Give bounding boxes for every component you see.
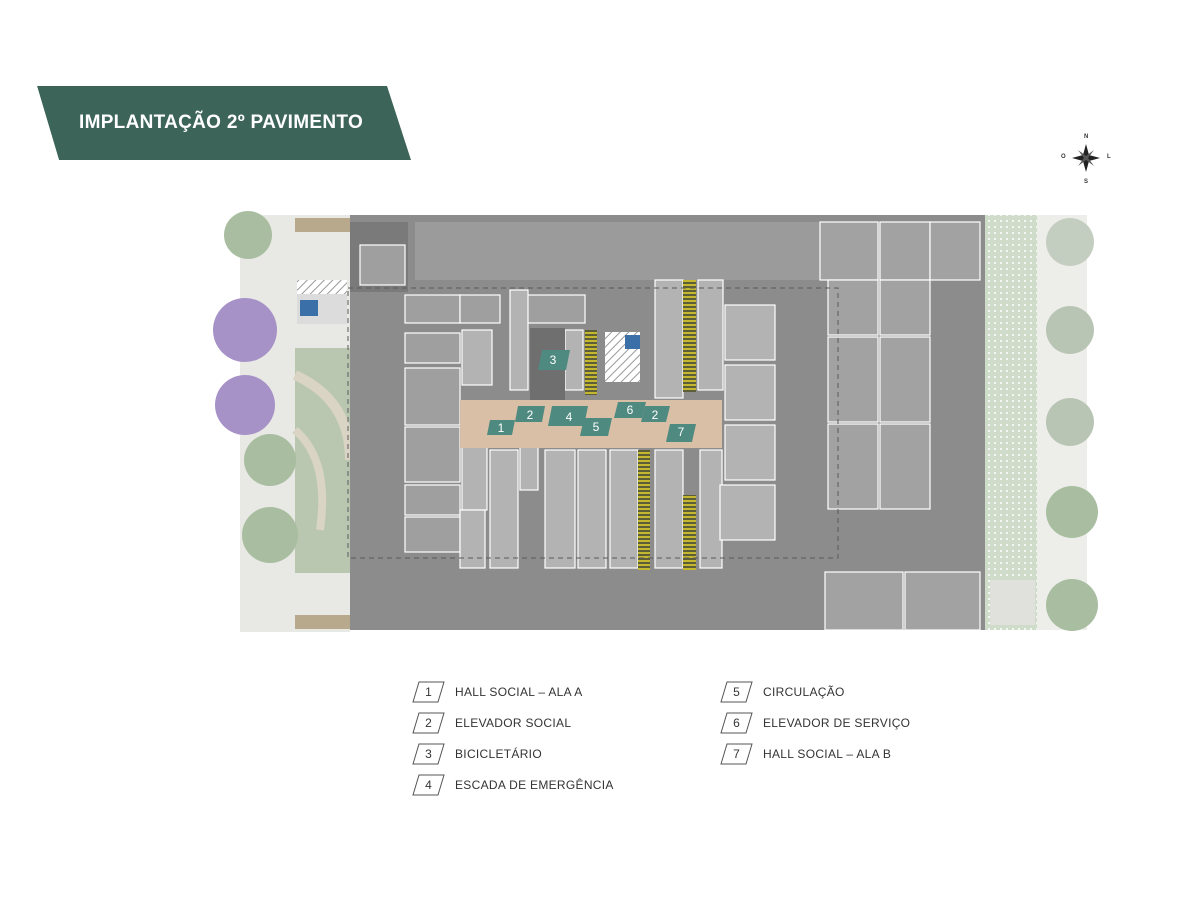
right-garden [985,215,1037,630]
legend-item: 6 ELEVADOR DE SERVIÇO [720,707,910,738]
tree-icon [1046,486,1098,538]
accessible-parking-icon [625,335,640,349]
compass-rose: N S L O [1060,132,1112,188]
compass-south: S [1084,179,1089,185]
legend-item: 7 HALL SOCIAL – ALA B [720,738,910,769]
legend-item: 5 CIRCULAÇÃO [720,676,910,707]
marker-7: 7 [666,424,696,442]
marker-6: 6 [614,402,646,418]
legend-number: 6 [733,715,740,730]
legend-item: 4 ESCADA DE EMERGÊNCIA [412,769,614,800]
title-ribbon: IMPLANTAÇÃO 2º PAVIMENTO [37,86,411,160]
legend-label: HALL SOCIAL – ALA A [455,684,583,699]
tree-icon [1046,398,1094,446]
legend-item: 2 ELEVADOR SOCIAL [412,707,614,738]
compass-west: O [1061,154,1066,160]
svg-text:4: 4 [566,410,573,424]
tree-icon [213,298,277,362]
tree-icon [244,434,296,486]
legend-label: HALL SOCIAL – ALA B [763,746,892,761]
floor-plan-drawing: 1 2 4 5 6 2 7 3 [213,211,1098,632]
pedestrian-stripes [585,330,597,395]
compass-east: L [1107,154,1111,160]
tree-icon [1046,306,1094,354]
marker-2: 2 [515,406,545,422]
legend-marker-icon [720,712,753,733]
legend-number: 2 [425,715,432,730]
legend-marker-icon [412,712,445,733]
tree-icon [242,507,298,563]
building-core [459,279,776,569]
tree-icon [1046,579,1098,631]
legend-marker-icon [412,774,445,795]
legend-marker-icon [412,681,445,702]
legend-item: 3 BICICLETÁRIO [412,738,614,769]
svg-text:3: 3 [550,353,557,367]
legend-marker-icon [720,743,753,764]
marker-5: 5 [580,418,612,436]
tree-icon [1046,218,1094,266]
legend-item: 1 HALL SOCIAL – ALA A [412,676,614,707]
ribbon-shape [37,86,411,160]
legend-column-1: 1 HALL SOCIAL – ALA A 2 ELEVADOR SOCIAL … [412,676,614,800]
legend-number: 7 [733,746,740,761]
svg-text:6: 6 [627,403,634,417]
legend-number: 4 [425,777,432,792]
legend-label: ESCADA DE EMERGÊNCIA [455,777,614,792]
tree-icon [224,211,272,259]
legend-number: 3 [425,746,432,761]
parking-bays-right [819,221,981,631]
legend-label: CIRCULAÇÃO [763,684,845,699]
compass-icon [1072,144,1100,172]
legend-label: BICICLETÁRIO [455,746,542,761]
plan-markers: 1 2 4 5 6 2 7 3 [487,350,696,442]
svg-text:2: 2 [652,408,659,422]
marker-1: 1 [487,420,515,435]
left-garden [295,348,350,573]
legend-label: ELEVADOR SOCIAL [455,715,572,730]
tree-icon [215,375,275,435]
svg-text:7: 7 [678,425,685,439]
legend-number: 5 [733,684,740,699]
legend-marker-icon [720,681,753,702]
svg-text:1: 1 [498,421,505,435]
legend-label: ELEVADOR DE SERVIÇO [763,715,911,730]
legend-column-2: 5 CIRCULAÇÃO 6 ELEVADOR DE SERVIÇO 7 HAL… [720,676,910,769]
svg-text:5: 5 [593,420,600,434]
page-title: IMPLANTAÇÃO 2º PAVIMENTO [79,112,364,133]
parking-bays-left [359,244,586,553]
legend-number: 1 [425,684,432,699]
marker-2b: 2 [641,406,670,422]
legend-marker-icon [412,743,445,764]
marker-4: 4 [548,406,588,426]
accessible-parking-icon [300,300,318,316]
site-plan: 1 2 4 5 6 2 7 3 [200,200,1120,645]
compass-north: N [1084,134,1089,140]
svg-text:2: 2 [527,408,534,422]
marker-3: 3 [538,350,570,370]
